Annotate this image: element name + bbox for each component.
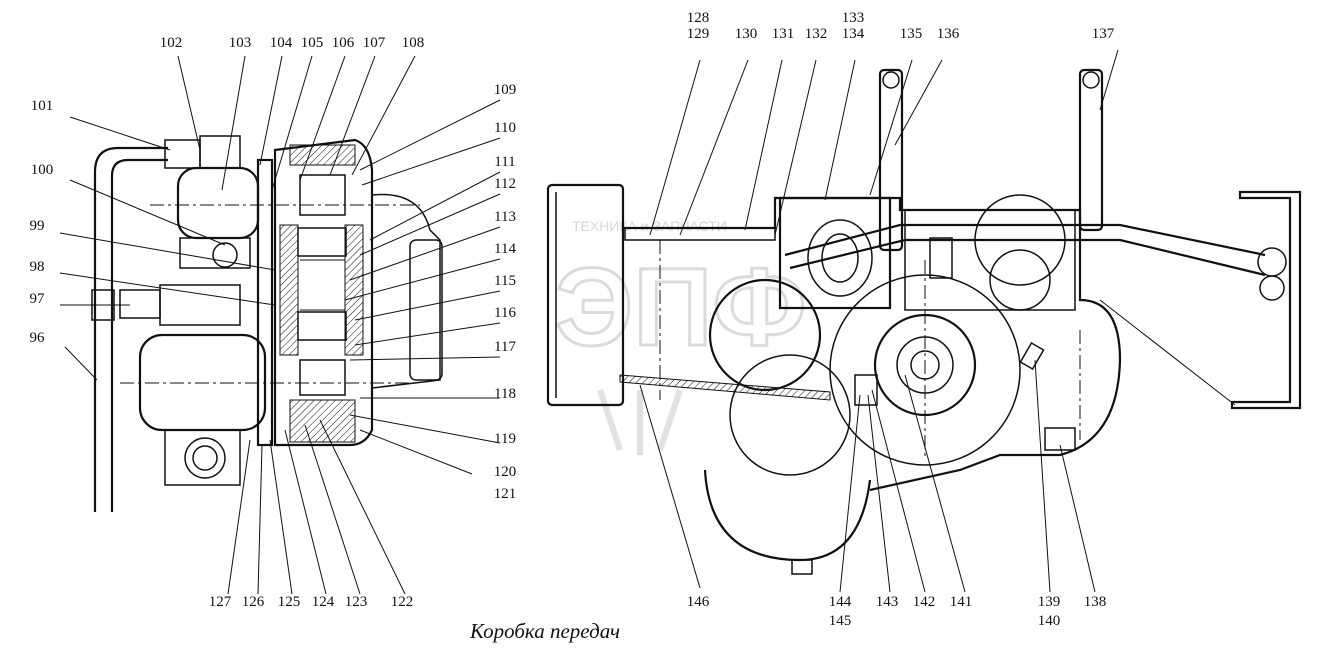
part-label-141: 141 [950, 594, 973, 610]
part-label-98: 98 [30, 259, 45, 275]
part-label-128: 128 [687, 10, 710, 26]
right-side-view [546, 68, 1302, 575]
watermark-text: ТЕХНИКА и ЗАПЧАСТИ [572, 218, 727, 234]
part-label-122: 122 [391, 594, 414, 610]
part-label-125: 125 [278, 594, 301, 610]
leader-lines [59, 49, 1236, 595]
part-label-144: 144 [829, 594, 852, 610]
part-label-117: 117 [494, 339, 516, 355]
part-label-126: 126 [242, 594, 265, 610]
part-label-140: 140 [1038, 613, 1061, 629]
figure-caption: Коробка передач [470, 619, 620, 643]
part-label-108: 108 [402, 35, 425, 51]
part-label-102: 102 [160, 35, 183, 51]
part-label-121: 121 [494, 486, 517, 502]
watermark: ТЕХНИКА и ЗАПЧАСТИ ЭПФ [554, 218, 808, 455]
part-number-labels: 102 103 104 105 106 107 108 101 109 110 100 111 112 9… [30, 10, 1115, 629]
part-label-110: 110 [494, 120, 516, 136]
part-label-97: 97 [30, 291, 46, 307]
left-section-view [91, 135, 443, 512]
part-label-142: 142 [913, 594, 936, 610]
part-label-113: 113 [494, 209, 516, 225]
part-label-96: 96 [30, 330, 46, 346]
part-label-135: 135 [900, 26, 923, 42]
part-label-119: 119 [494, 431, 516, 447]
part-label-131: 131 [772, 26, 795, 42]
part-label-103: 103 [229, 35, 252, 51]
part-label-114: 114 [494, 241, 516, 257]
watermark-logo: ЭПФ [555, 246, 806, 369]
part-label-120: 120 [494, 464, 517, 480]
part-label-127: 127 [209, 594, 232, 610]
part-label-107: 107 [363, 35, 386, 51]
part-label-133: 133 [842, 10, 865, 26]
part-label-104: 104 [270, 35, 293, 51]
part-label-138: 138 [1084, 594, 1107, 610]
part-label-137: 137 [1092, 26, 1115, 42]
part-label-106: 106 [332, 35, 355, 51]
part-label-111: 111 [494, 154, 515, 170]
part-label-132: 132 [805, 26, 828, 42]
part-label-143: 143 [876, 594, 899, 610]
part-label-145: 145 [829, 613, 852, 629]
part-label-146: 146 [687, 594, 710, 610]
part-label-109: 109 [494, 82, 517, 98]
part-label-136: 136 [937, 26, 960, 42]
part-label-116: 116 [494, 305, 516, 321]
part-label-124: 124 [312, 594, 335, 610]
part-label-101: 101 [31, 98, 54, 114]
part-label-99: 99 [30, 218, 45, 234]
part-label-129: 129 [687, 26, 710, 42]
part-label-118: 118 [494, 386, 516, 402]
part-label-139: 139 [1038, 594, 1061, 610]
part-label-130: 130 [735, 26, 758, 42]
part-label-100: 100 [31, 162, 54, 178]
part-label-134: 134 [842, 26, 865, 42]
part-label-115: 115 [494, 273, 516, 289]
part-label-123: 123 [345, 594, 368, 610]
part-label-105: 105 [301, 35, 324, 51]
part-label-112: 112 [494, 176, 516, 192]
